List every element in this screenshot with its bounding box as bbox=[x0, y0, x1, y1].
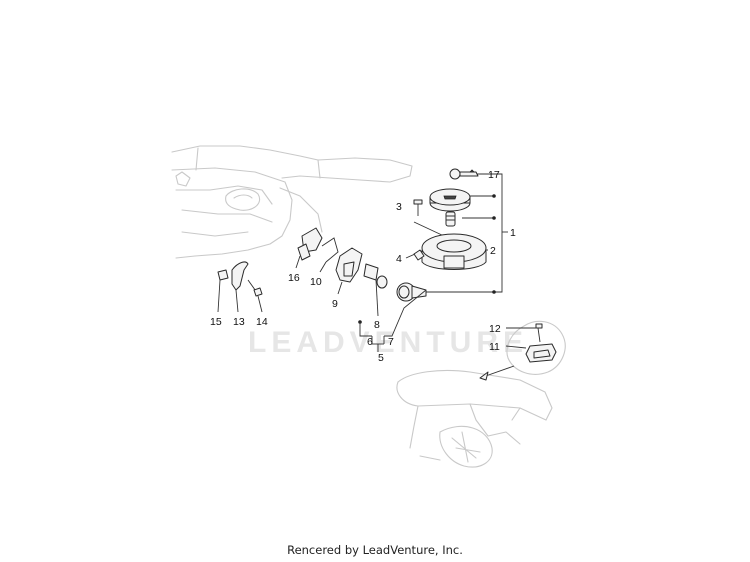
callout-16: 16 bbox=[288, 272, 300, 284]
callout-15: 15 bbox=[210, 316, 222, 328]
callout-14: 14 bbox=[256, 316, 268, 328]
lock-cover-cap bbox=[429, 188, 471, 212]
grommet bbox=[396, 282, 427, 302]
callout-17: 17 bbox=[488, 169, 500, 181]
callout-2: 2 bbox=[490, 245, 496, 257]
footer-credit: Rencered by LeadVenture, Inc. bbox=[287, 543, 463, 557]
callout-10: 10 bbox=[310, 276, 322, 288]
watermark: LEADVENTURE bbox=[248, 326, 528, 359]
callout-12: 12 bbox=[489, 323, 501, 335]
wire-10 bbox=[319, 237, 339, 273]
callout-9: 9 bbox=[332, 298, 338, 310]
bracket-assembly-5 bbox=[358, 289, 427, 352]
scooter-rear-outline bbox=[396, 369, 553, 468]
callout-1: 1 bbox=[510, 227, 516, 239]
bolt-4 bbox=[413, 249, 425, 261]
callout-8: 8 bbox=[374, 319, 380, 331]
callout-labels: 17 3 1 2 4 16 10 9 8 6 7 5 15 13 14 12 1… bbox=[210, 169, 516, 364]
lock-housing-9 bbox=[335, 247, 363, 295]
callout-3: 3 bbox=[396, 201, 402, 213]
callout-11: 11 bbox=[489, 341, 500, 353]
screw-3 bbox=[413, 199, 423, 216]
callout-4: 4 bbox=[396, 253, 402, 265]
lock-barrel-8 bbox=[363, 263, 388, 317]
bracket-parts-13-15-14 bbox=[217, 261, 263, 313]
ignition-key bbox=[449, 168, 479, 180]
scooter-front-outline bbox=[171, 145, 413, 259]
callout-6: 6 bbox=[367, 336, 373, 348]
wiring-connector-16 bbox=[295, 227, 323, 269]
callout-7: 7 bbox=[388, 336, 394, 348]
callout-5: 5 bbox=[378, 352, 384, 364]
lock-flange-body bbox=[421, 233, 487, 270]
callout-13: 13 bbox=[233, 316, 245, 328]
lock-spring bbox=[445, 211, 456, 227]
detail-inset bbox=[479, 320, 566, 381]
